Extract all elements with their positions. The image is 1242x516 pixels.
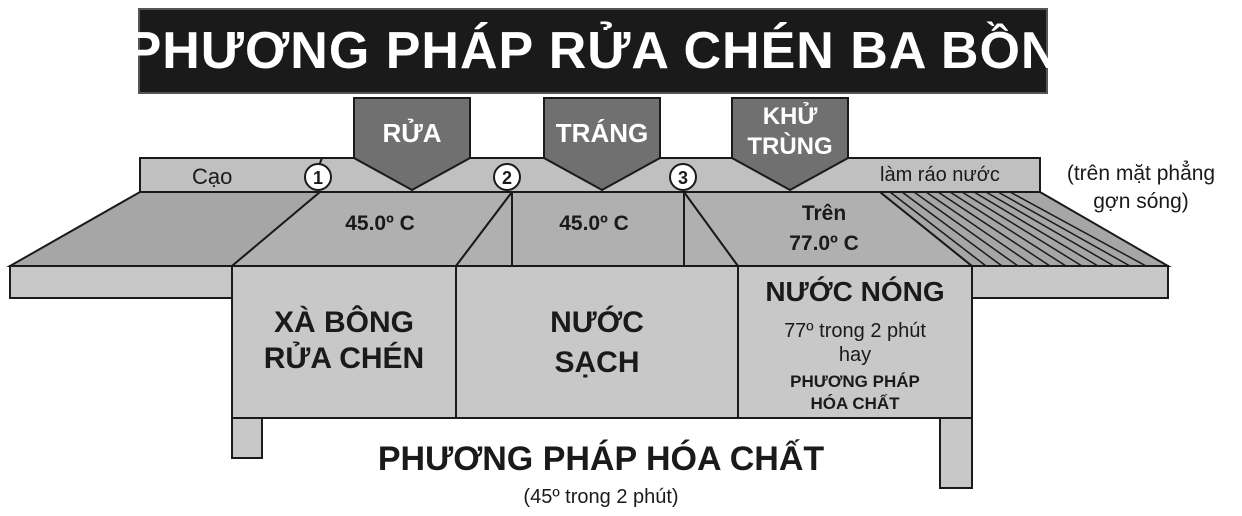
sink2-label-line2: SẠCH: [554, 346, 640, 379]
title-banner: PHƯƠNG PHÁP RỬA CHÉN BA BỒN: [127, 8, 1058, 94]
marker-3-circle: [669, 163, 697, 191]
sink1-label-line1: XÀ BÔNG: [273, 306, 414, 339]
sanitize-arrow: [731, 97, 849, 192]
drainboard-ridges: [889, 191, 1147, 267]
rinse-label: TRÁNG: [555, 118, 649, 148]
sink3-temp-line2: 77.0º C: [789, 232, 859, 255]
right-edge: [971, 265, 1169, 299]
footer-subtitle: (45º trong 2 phút): [523, 486, 679, 508]
page-title: PHƯƠNG PHÁP RỬA CHÉN BA BỒN: [126, 22, 1060, 80]
drain-label: làm ráo nước: [880, 164, 1000, 186]
sink3-front: [737, 265, 973, 419]
marker-2-circle: [493, 163, 521, 191]
footer-title: PHƯƠNG PHÁP HÓA CHẤT: [377, 440, 825, 478]
wash-arrow: [353, 97, 471, 192]
sink3-line2: hay: [838, 344, 872, 366]
sink3-line3: PHƯƠNG PHÁP: [790, 372, 920, 391]
sink1-temp: 45.0º C: [345, 212, 415, 235]
sanitize-label-line2: TRÙNG: [747, 133, 833, 160]
marker-1: 1: [313, 168, 323, 188]
marker-2: 2: [502, 168, 512, 188]
sink1-front: [231, 265, 457, 419]
scrape-label: Cạo: [192, 164, 233, 189]
sink2-temp: 45.0º C: [559, 212, 629, 235]
right-leg: [939, 417, 973, 489]
sink3-title: NƯỚC NÓNG: [765, 276, 945, 307]
rinse-arrow: [543, 97, 661, 192]
sink2-front: [455, 265, 739, 419]
sink3-line1: 77º trong 2 phút: [784, 320, 926, 342]
left-leg: [231, 417, 263, 459]
drain-note-line1: (trên mặt phẳng: [1066, 162, 1216, 185]
sink1-label-line2: RỬA CHÉN: [263, 342, 425, 375]
marker-3: 3: [678, 168, 688, 188]
sink3-line4: HÓA CHẤT: [810, 394, 900, 413]
drain-note-line2: gợn sóng): [1093, 190, 1189, 213]
wash-label: RỬA: [382, 118, 442, 148]
sanitize-label-line1: KHỬ: [762, 103, 818, 130]
left-edge: [9, 265, 233, 299]
sink2-label-line1: NƯỚC: [550, 306, 644, 339]
sink3-temp-line1: Trên: [801, 202, 847, 225]
marker-1-circle: [304, 163, 332, 191]
